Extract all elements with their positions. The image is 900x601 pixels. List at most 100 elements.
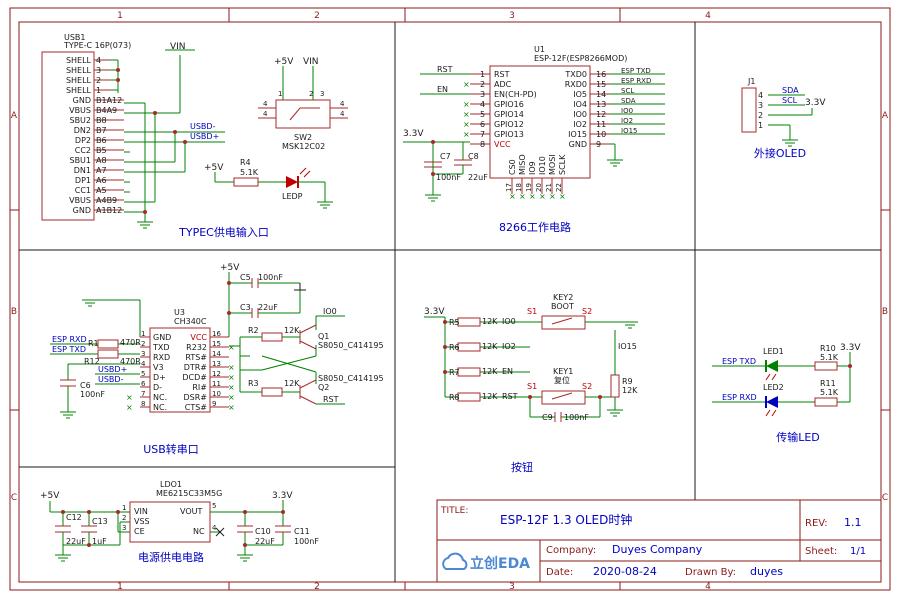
sw2-power-switch: +5V VIN 1 2 3 4 4 4 4 SW2 MSK12C02 [258, 57, 348, 151]
r1-ref: R1 [88, 339, 99, 348]
u1-pin-number: 15 [596, 80, 606, 89]
autoreset-net-rst: RST [323, 395, 339, 404]
r4-net-5v: +5V [204, 163, 224, 173]
u1-ref: U1 [534, 45, 545, 54]
no-connect-icon: × [228, 383, 235, 392]
section-title-typec: TYPEC供电输入口 [178, 225, 269, 239]
j1-pin-4: 4 [758, 91, 763, 100]
u1-pin-number: 7 [480, 130, 485, 139]
u1-pin-number: 22 [555, 183, 563, 192]
u1-pin-name: IO0 [573, 110, 587, 119]
j1-pin-2: 2 [758, 111, 763, 120]
sw2-pin-1: 1 [278, 90, 282, 98]
key2-value: BOOT [551, 302, 574, 311]
section-title-esp: 8266工作电路 [499, 221, 571, 234]
u3-pin-name: RTS# [185, 353, 207, 362]
u1-pin-name: GPIO12 [494, 120, 524, 129]
c10-ref: C10 [255, 527, 271, 536]
usb1-pin-number: B6 [96, 136, 107, 145]
r10-value: 5.1K [820, 353, 839, 362]
section-dividers [19, 22, 881, 582]
leds-net-33: 3.3V [840, 343, 861, 353]
u3-pin-name: DCD# [182, 373, 207, 382]
u3-pin-name: R232 [186, 343, 207, 352]
u3-pin-number: 16 [212, 330, 221, 338]
r1-value: 470R [120, 338, 141, 347]
j1-pin-1: 1 [758, 121, 763, 130]
row-b-right: B [882, 307, 888, 317]
u1-pin-number: 9 [596, 140, 601, 149]
u3-net-5v: +5V [220, 263, 240, 273]
r9-body [610, 374, 620, 398]
usb1-pin-number: B1A12 [96, 96, 122, 105]
ldo-pin-vss: VSS [134, 517, 150, 526]
r5-value: 12K [482, 317, 498, 326]
c7-ref: C7 [440, 152, 451, 161]
ldo-circuit: LDO1 ME6215C33M5G VIN VSS CE VOUT NC 1 2… [40, 480, 319, 562]
usb1-pin-name: DN2 [74, 126, 91, 135]
sheet-value: 1/1 [850, 546, 866, 557]
usb1-pin-number: B8 [96, 116, 107, 125]
u3-pin-name: NC. [153, 393, 167, 402]
u1-net-label: IO2 [621, 117, 633, 125]
u3-net-esp-rxd: ESP RXD [52, 335, 87, 344]
usb1-pin-name: GND [73, 96, 91, 105]
usb1-pin-name: DN1 [74, 166, 91, 175]
no-connect-icon: × [228, 363, 235, 372]
u1-pin-number: 16 [596, 70, 606, 79]
key1-ref: KEY1 [553, 367, 573, 376]
u1-pin-number: 5 [480, 110, 485, 119]
r8-ref: R8 [449, 393, 460, 402]
u3-pin-number: 7 [141, 390, 145, 398]
rev-value: 1.1 [844, 516, 862, 529]
u1-pin-name: IO2 [573, 120, 587, 129]
r10-body [814, 361, 838, 371]
ldo-pin-num-2: 2 [122, 514, 126, 522]
ldo-pin-num-5: 5 [212, 502, 216, 510]
col-2: 2 [314, 11, 320, 21]
date-value: 2020-08-24 [593, 565, 657, 578]
ldo-net-33: 3.3V [272, 491, 293, 501]
usb1-pin-name: SBU2 [69, 116, 91, 125]
section-title-usb-serial: USB转串口 [143, 442, 199, 456]
led2-ref: LED2 [763, 383, 784, 392]
title-value: ESP-12F 1.3 OLED时钟 [500, 512, 632, 527]
u1-pin-number: 2 [480, 80, 485, 89]
sheet-label: Sheet: [805, 546, 837, 557]
u3-pin-name: NC. [153, 403, 167, 412]
ldo-pin-nc: NC [193, 527, 205, 536]
drawn-label: Drawn By: [685, 567, 736, 578]
company-value: Duyes Company [612, 543, 703, 556]
u3-pin-number: 4 [141, 360, 146, 368]
c7-value: 100nF [436, 173, 461, 182]
r7-body [457, 367, 481, 377]
ledp-ref: LEDP [282, 192, 303, 201]
usb1-net-usbdp: USBD+ [190, 132, 219, 141]
u1-pin-name: IO5 [573, 90, 587, 99]
c11-value: 100nF [294, 537, 319, 546]
u1-pin-number: 11 [596, 120, 606, 129]
r3-ref: R3 [248, 379, 259, 388]
j1-pin-3: 3 [758, 101, 763, 110]
no-connect-icon: × [228, 343, 235, 352]
r5-ref: R5 [449, 318, 460, 327]
sw2-pin-3: 3 [320, 90, 324, 98]
usb1-pin-name: SBU1 [69, 156, 91, 165]
no-connect-icon: × [463, 120, 470, 129]
u1-pin-name: IO4 [573, 100, 587, 109]
r9-ref: R9 [622, 377, 633, 386]
usb1-pin-name: CC1 [75, 186, 91, 195]
ldo-net-5v: +5V [40, 491, 60, 501]
cloud-icon [442, 552, 468, 570]
no-connect-icon: × [463, 80, 470, 89]
u3-pin-number: 8 [141, 400, 145, 408]
usb1-pin-number: A4B9 [96, 196, 117, 205]
row-b: B [11, 307, 17, 317]
sw2-pin-4a: 4 [263, 100, 268, 108]
r12-ref: R12 [84, 357, 100, 366]
r7-ref: R7 [449, 368, 460, 377]
